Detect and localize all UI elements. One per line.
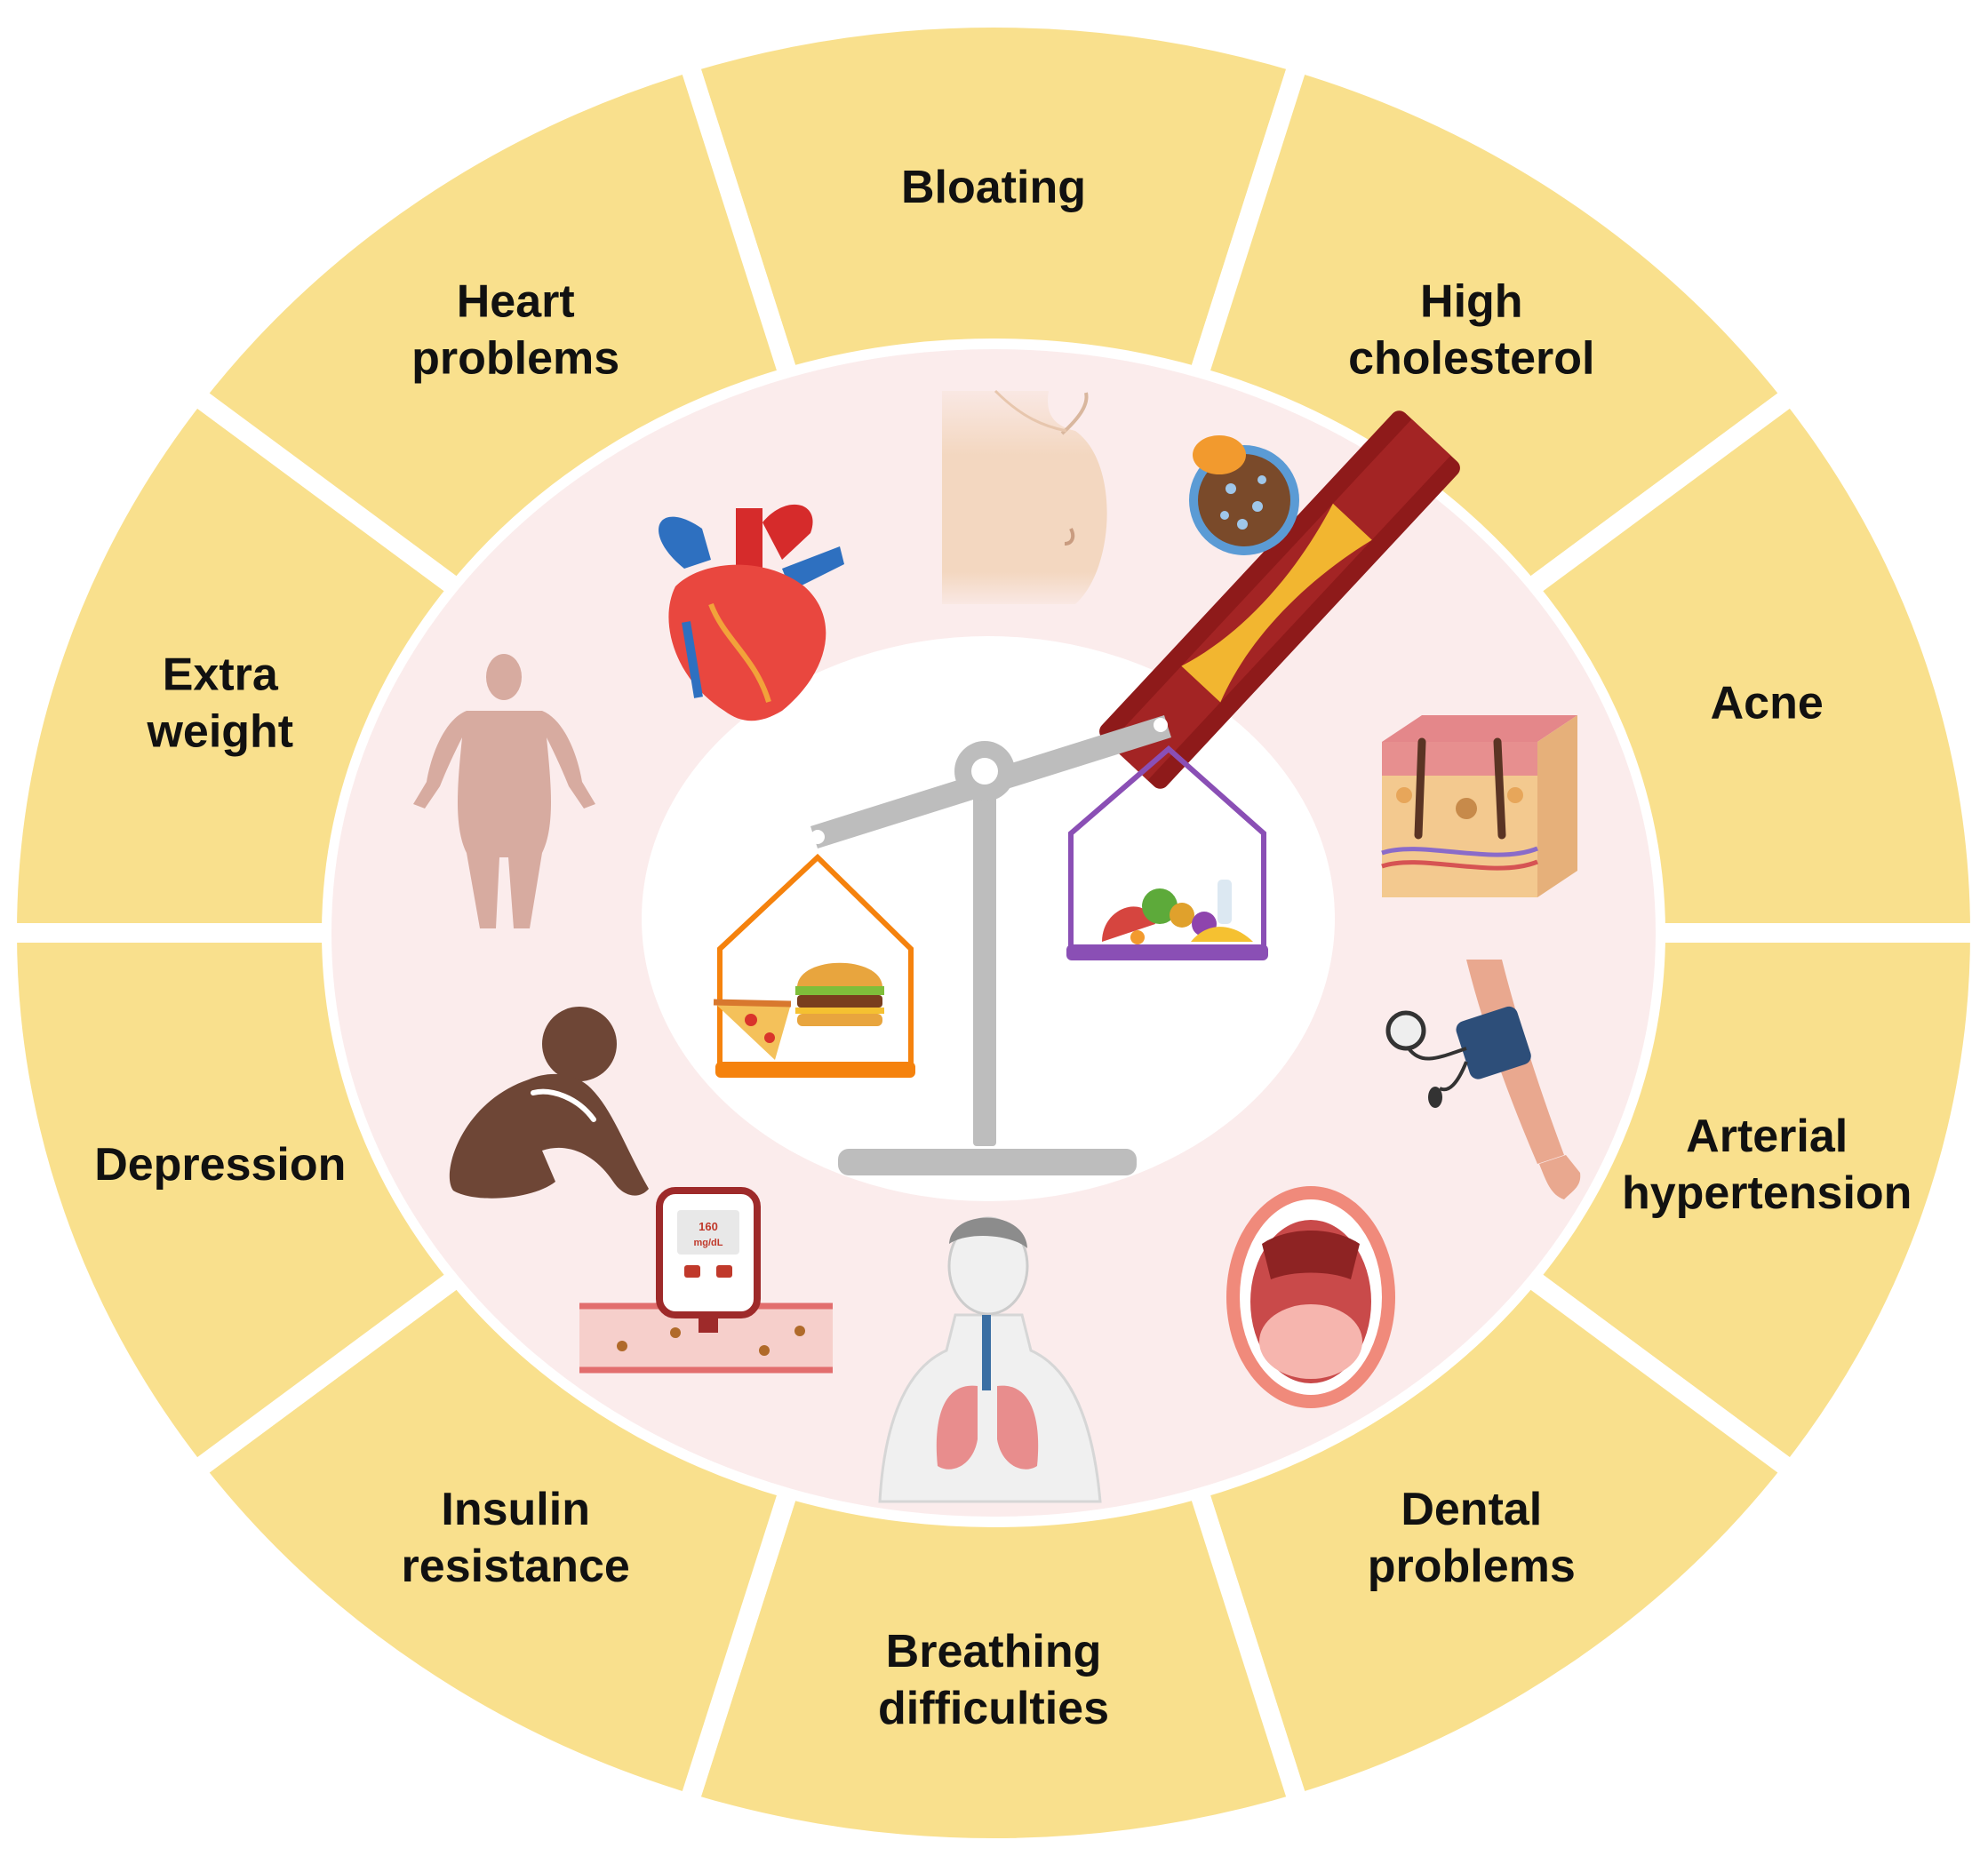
balance-scale-icon: [713, 715, 1268, 1175]
clogged-artery-icon: [1099, 410, 1460, 789]
label-extra-weight-line: Extra: [163, 649, 279, 701]
glucose-meter-icon: 160 mg/dL: [579, 1187, 833, 1374]
sad-person-icon: [449, 1007, 649, 1199]
meter-reading-value: 160: [699, 1220, 718, 1233]
bloated-belly-icon: [942, 389, 1107, 604]
fruits-vegetables-icon: [1102, 880, 1253, 944]
label-dental-problems-line: Dental: [1401, 1484, 1542, 1535]
label-heart-problems-line: problems: [411, 333, 619, 385]
obese-body-icon: [413, 654, 595, 928]
label-dental-problems: Dental problems: [1368, 1484, 1576, 1592]
label-insulin-resistance-line: Insulin: [441, 1484, 590, 1535]
label-acne-line: Acne: [1711, 678, 1824, 729]
burger-icon: [795, 962, 884, 1026]
open-mouth-icon: [1226, 1186, 1395, 1408]
label-breathing-difficulties-line: Breathing: [886, 1626, 1102, 1677]
left-pan: [713, 853, 915, 1078]
label-depression-line: Depression: [94, 1139, 346, 1191]
blood-pressure-cuff-icon: [1385, 960, 1581, 1199]
label-acne: Acne: [1711, 678, 1824, 729]
label-breathing-difficulties-line: difficulties: [878, 1683, 1109, 1734]
label-bloating-line: Bloating: [901, 162, 1086, 213]
label-depression: Depression: [94, 1139, 346, 1191]
label-breathing-difficulties: Breathing difficulties: [878, 1626, 1109, 1734]
label-heart-problems-line: Heart: [457, 276, 575, 328]
label-high-cholesterol-line: High: [1420, 276, 1523, 328]
heart-icon: [659, 504, 844, 721]
lungs-icon: [878, 1216, 1102, 1503]
label-arterial-hypertension-line: Arterial: [1686, 1111, 1848, 1162]
pizza-icon: [713, 999, 792, 1060]
meter-reading-unit: mg/dL: [694, 1238, 723, 1248]
label-insulin-resistance-line: resistance: [402, 1541, 630, 1592]
label-high-cholesterol-line: cholesterol: [1348, 333, 1594, 385]
label-arterial-hypertension-line: hypertension: [1622, 1167, 1912, 1219]
skin-section-icon: [1381, 715, 1577, 897]
label-extra-weight-line: weight: [146, 706, 293, 758]
label-bloating: Bloating: [901, 162, 1086, 213]
label-insulin-resistance: Insulin resistance: [402, 1484, 630, 1592]
label-dental-problems-line: problems: [1368, 1541, 1576, 1592]
right-pan: [1066, 745, 1268, 960]
